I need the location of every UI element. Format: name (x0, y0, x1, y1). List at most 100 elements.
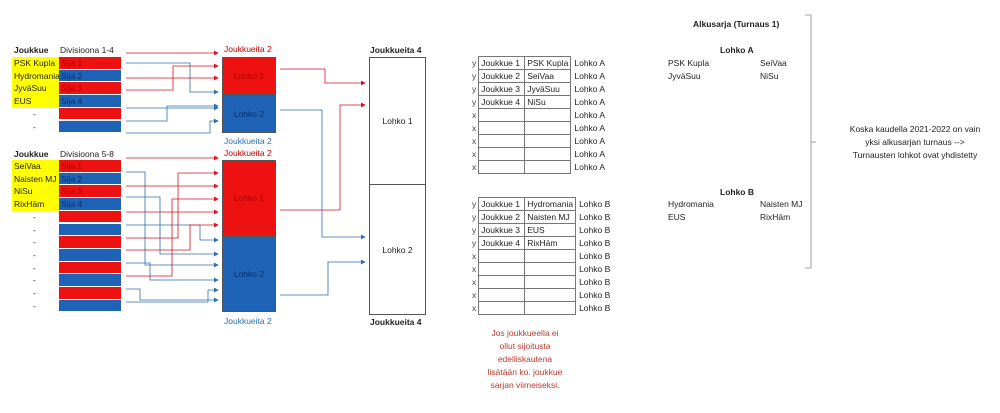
rank-cell[interactable]: Sija 1 (59, 57, 121, 70)
team-cell[interactable]: JyväSuu (524, 82, 572, 96)
row-mark: x (472, 303, 477, 313)
count-label: Joukkueita 2 (224, 136, 272, 146)
slot-cell[interactable]: Joukkue 2 (478, 210, 526, 224)
group-label: Lohko A (574, 58, 606, 68)
team-cell[interactable]: NiSu (12, 185, 59, 199)
empty-team: - (33, 121, 36, 132)
lohko-2-block: Lohko 2 (222, 95, 276, 133)
group-label: Lohko B (579, 199, 611, 209)
team-cell[interactable]: RixHäm (524, 236, 577, 250)
summary-team: EUS (668, 212, 686, 222)
slot-cell[interactable]: Joukkue 3 (478, 82, 526, 96)
team-cell[interactable]: PSK Kupla (524, 56, 572, 70)
note-line: lisätään ko. joukkue (487, 367, 563, 377)
group-label: Lohko A (574, 71, 606, 81)
row-mark: x (472, 123, 477, 133)
team-cell[interactable]: EUS (12, 95, 59, 108)
slot-cell[interactable] (478, 262, 526, 276)
note-line: sarjan viimeiseksi. (490, 380, 560, 390)
group-label: Lohko A (574, 123, 606, 133)
rank-cell[interactable]: Sija 1 (59, 160, 121, 173)
group-label: Lohko A (574, 110, 606, 120)
team-cell[interactable] (524, 288, 577, 302)
rank-cell[interactable]: Sija 2 (59, 172, 121, 186)
team-cell[interactable]: EUS (524, 223, 577, 237)
team-cell[interactable] (524, 134, 572, 148)
slot-cell[interactable]: Joukkue 2 (478, 69, 526, 83)
rank-cell[interactable] (59, 287, 121, 300)
table-row: x Lohko A (470, 108, 607, 122)
team-cell[interactable] (524, 108, 572, 122)
empty-team: - (33, 237, 36, 248)
summary-title: Alkusarja (Turnaus 1) (693, 19, 780, 29)
team-cell[interactable]: Hydromania (12, 69, 59, 83)
group-label: Lohko A (574, 136, 606, 146)
row-mark: x (472, 149, 477, 159)
note-line: ollut sijoitusta (499, 341, 551, 351)
rank-cell[interactable]: Sija 3 (59, 82, 121, 96)
team-cell[interactable] (524, 262, 577, 276)
team-cell[interactable]: PSK Kupla (12, 57, 59, 70)
rank-cell[interactable] (59, 107, 121, 121)
rank-cell[interactable] (59, 299, 121, 313)
merged-count-label: Joukkueita 4 (370, 45, 422, 55)
team-cell[interactable]: Naisten MJ (524, 210, 577, 224)
slot-cell[interactable]: Joukkue 1 (478, 56, 526, 70)
team-cell[interactable]: Naisten MJ (12, 172, 59, 186)
slot-cell[interactable]: Joukkue 3 (478, 223, 526, 237)
slot-cell[interactable]: Joukkue 4 (478, 95, 526, 109)
slot-cell[interactable] (478, 288, 526, 302)
team-cell[interactable] (524, 249, 577, 263)
side-note-line: yksi alkusarjan turnaus --> (865, 137, 965, 147)
team-cell[interactable] (524, 160, 572, 174)
slot-cell[interactable] (478, 249, 526, 263)
team-cell[interactable]: SeiVaa (12, 160, 59, 173)
team-cell[interactable]: NiSu (524, 95, 572, 109)
slot-cell[interactable] (478, 134, 526, 148)
count-label: Joukkueita 2 (224, 316, 272, 326)
rank-cell[interactable]: Sija 4 (59, 95, 121, 108)
team-cell[interactable] (524, 121, 572, 135)
note-text: Jos joukkueella ei ollut sijoitusta edel… (470, 327, 580, 392)
rank-cell[interactable]: Sija 2 (59, 69, 121, 83)
team-cell[interactable] (524, 147, 572, 161)
team-cell[interactable]: Hydromania (524, 197, 577, 211)
team-cell[interactable]: JyväSuu (12, 82, 59, 96)
slot-cell[interactable] (478, 108, 526, 122)
note-line: Jos joukkueella ei (491, 328, 559, 338)
rank-cell[interactable] (59, 223, 121, 237)
rank-cell[interactable] (59, 120, 121, 134)
rank-cell[interactable] (59, 248, 121, 262)
row-mark: x (472, 110, 477, 120)
empty-team: - (33, 108, 36, 119)
team-cell[interactable] (524, 275, 577, 289)
row-mark: x (472, 290, 477, 300)
slot-cell[interactable] (478, 121, 526, 135)
slot-cell[interactable]: Joukkue 4 (478, 236, 526, 250)
slot-cell[interactable] (478, 301, 526, 315)
side-note-line: Turnausten lohkot ovat yhdistetty (852, 150, 978, 160)
slot-cell[interactable] (478, 160, 526, 174)
lohko-2-block: Lohko 2 (222, 236, 276, 312)
rank-cell[interactable]: Sija 4 (59, 198, 121, 211)
team-cell[interactable]: SeiVaa (524, 69, 572, 83)
rank-cell[interactable] (59, 210, 121, 224)
row-mark: x (472, 136, 477, 146)
slot-cell[interactable] (478, 147, 526, 161)
team-cell[interactable] (524, 301, 577, 315)
rank-cell[interactable] (59, 261, 121, 275)
rank-cell[interactable] (59, 236, 121, 249)
table-row: x Lohko A (470, 121, 607, 135)
rank-cell[interactable] (59, 274, 121, 287)
team-header: Joukkue (14, 45, 49, 55)
slot-cell[interactable] (478, 275, 526, 289)
rank-cell[interactable]: Sija 3 (59, 185, 121, 199)
team-cell[interactable]: RixHäm (12, 198, 59, 211)
slot-cell[interactable]: Joukkue 1 (478, 197, 526, 211)
